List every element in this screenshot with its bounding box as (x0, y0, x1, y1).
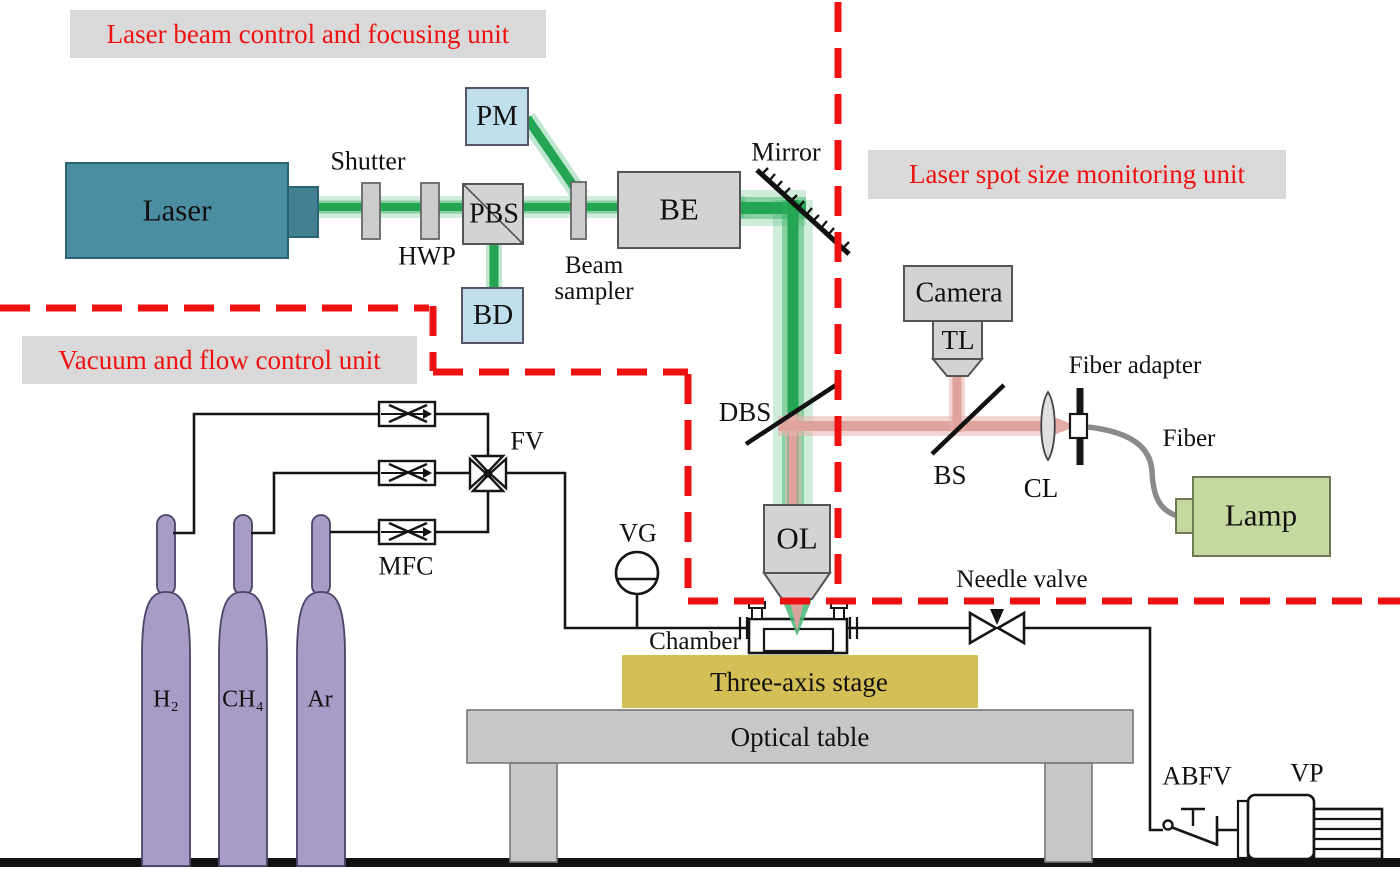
table-leg-right (1044, 762, 1093, 863)
pbs-cube (462, 183, 524, 245)
cl-label: CL (1023, 472, 1059, 503)
vp-label: VP (1290, 758, 1324, 788)
gas-label-ch4: CH₄ (222, 686, 264, 713)
camera-label: Camera (915, 277, 1003, 309)
gas-label-ar: Ar (307, 686, 333, 713)
pm-label: PM (476, 99, 518, 132)
fold-mirror (755, 167, 851, 256)
tube-lens-box (932, 320, 983, 360)
laser-label: Laser (142, 192, 212, 228)
hwp-plate (420, 182, 440, 240)
beam-splitter (930, 383, 1006, 456)
flow-selector-valve (468, 454, 508, 493)
objective-lens (762, 504, 832, 600)
cylinder-ch4 (218, 591, 268, 867)
needle-valve (968, 609, 1026, 646)
mirror-label: Mirror (751, 137, 821, 167)
bd-label: BD (472, 298, 514, 331)
three-axis-stage-label: Three-axis stage (710, 666, 888, 697)
focused-beam-cone (781, 597, 813, 636)
optical-table-label: Optical table (730, 721, 870, 752)
chamber (747, 601, 849, 655)
tube-lens-nose (930, 358, 985, 377)
pbs-label: PBS (469, 198, 519, 230)
mfc-2 (377, 459, 437, 487)
tl-label: TL (941, 324, 975, 355)
unit-boundaries (0, 2, 1400, 605)
camera-assembly (903, 265, 1013, 377)
vg-label: VG (619, 518, 657, 548)
bs-label: BS (933, 459, 967, 490)
vacuum-gauge (614, 550, 660, 596)
fiber-cable (1087, 424, 1179, 519)
fiber-adapter-label: Fiber adapter (1068, 351, 1202, 379)
chamber-label: Chamber (649, 627, 741, 655)
beam-sampler-label: Beam sampler (554, 251, 634, 305)
gas-label-h2: H₂ (153, 686, 179, 713)
gas-pipes (173, 412, 1246, 832)
hwp-label: HWP (398, 241, 456, 271)
unit-label-laser-control: Laser beam control and focusing unit (70, 10, 546, 58)
dbs-label: DBS (718, 396, 772, 427)
three-axis-stage (622, 655, 978, 708)
vacuum-pump (1236, 793, 1384, 861)
mfc-3 (377, 518, 437, 546)
collection-lens (1040, 390, 1056, 462)
cylinder-h2-neck (156, 514, 176, 596)
unit-label-spot-monitoring: Laser spot size monitoring unit (868, 150, 1286, 199)
pipe-to-chamber (507, 471, 747, 630)
fiber-adapter (1068, 388, 1089, 465)
dichroic-beam-splitter (744, 383, 838, 446)
fv-label: FV (510, 426, 544, 456)
optical-table (466, 709, 1134, 863)
laser-head (65, 162, 319, 259)
beam-sampler-plate (570, 181, 587, 240)
beam-dump-box (461, 287, 524, 344)
mfc-1 (377, 400, 437, 428)
mfc-label: MFC (378, 551, 434, 581)
cylinder-ar-neck (311, 514, 331, 596)
cylinder-ch4-neck (233, 514, 253, 596)
cylinder-ar (296, 591, 346, 867)
shutter-label: Shutter (330, 146, 406, 176)
power-meter-box (465, 87, 529, 146)
cylinder-h2 (141, 591, 191, 867)
ground-line (0, 858, 1400, 867)
pipe-fittings (738, 617, 859, 639)
mfc-controllers (377, 400, 437, 546)
abfv-label: ABFV (1162, 761, 1232, 791)
abfv-valve (1162, 807, 1219, 847)
unit-label-vacuum-flow: Vacuum and flow control unit (22, 336, 417, 384)
needle-valve-label: Needle valve (956, 565, 1088, 593)
ol-label: OL (776, 520, 818, 556)
fiber-label: Fiber (1162, 424, 1216, 452)
shutter-plate (361, 182, 381, 240)
table-leg-left (509, 762, 558, 863)
lamp (1175, 476, 1331, 557)
be-label: BE (659, 191, 699, 227)
beam-expander-box (617, 171, 741, 249)
lamp-label: Lamp (1224, 497, 1298, 533)
pipe-to-abfv (1025, 626, 1163, 832)
gas-cylinders (141, 514, 346, 867)
